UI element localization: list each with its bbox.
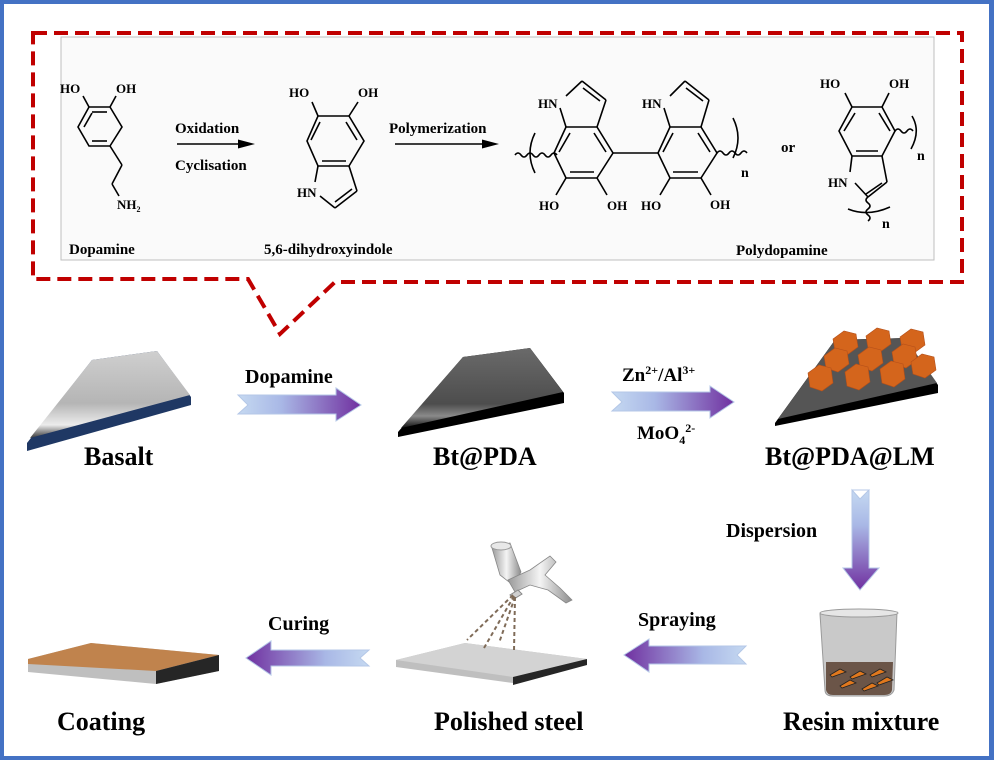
ldh-hexagons	[807, 327, 937, 392]
resin-mixture-label: Resin mixture	[783, 707, 939, 736]
dhi-oh-label: OH	[358, 85, 378, 100]
reaction-arrow-1	[177, 139, 255, 149]
cyclisation-label: Cyclisation	[175, 158, 247, 174]
molybdate-label: MoO42-	[637, 421, 695, 447]
dopamine-nh2-label: NH2	[117, 197, 141, 214]
alt-n-right: n	[917, 149, 925, 164]
polydopamine-name: Polydopamine	[736, 243, 828, 259]
pda-ho-1: HO	[539, 198, 559, 213]
spray-mist-icon	[466, 594, 516, 652]
dopamine-ho-label: HO	[60, 81, 80, 96]
dopamine-oh-label: OH	[116, 81, 136, 96]
polished-steel-plate-icon	[396, 643, 587, 685]
alt-ho-label: HO	[820, 76, 840, 91]
pda-hn-left: HN	[538, 96, 558, 111]
zn-al-label: Zn2+/Al3+	[622, 363, 695, 386]
or-label: or	[781, 140, 796, 156]
curing-arrow	[245, 640, 371, 676]
coating-label: Coating	[57, 707, 145, 736]
bt-pda-lm-label: Bt@PDA@LM	[765, 442, 935, 471]
dhi-hn-label: HN	[297, 185, 317, 200]
dispersion-label: Dispersion	[726, 520, 817, 542]
pda-hn-right: HN	[642, 96, 662, 111]
callout-dashed-border	[31, 31, 964, 338]
dispersed-particles	[829, 668, 895, 692]
coated-steel-plate-icon	[28, 643, 219, 684]
bt-pda-flake-icon	[398, 348, 564, 437]
alt-oh-label: OH	[889, 76, 909, 91]
dopamine-step-arrow	[236, 387, 362, 422]
spraying-label: Spraying	[638, 609, 716, 631]
dihydroxyindole-structure	[306, 101, 365, 209]
spraying-arrow	[623, 638, 748, 673]
pda-oh-1: OH	[607, 198, 627, 213]
dopamine-name: Dopamine	[69, 242, 135, 258]
dopamine-structure	[77, 95, 123, 197]
beaker-icon	[819, 608, 899, 697]
pda-ho-2: HO	[641, 198, 661, 213]
basalt-label: Basalt	[84, 442, 154, 471]
dhi-name: 5,6-dihydroxyindole	[264, 242, 393, 258]
alt-n-bottom: n	[882, 217, 890, 232]
ldh-growth-arrow	[610, 385, 735, 419]
pda-oh-2: OH	[710, 197, 730, 212]
spray-gun-icon	[490, 541, 573, 604]
basalt-flake-icon	[27, 351, 191, 451]
reaction-scheme-box	[60, 36, 935, 261]
dhi-ho-label: HO	[289, 85, 309, 100]
reaction-arrow-2	[395, 139, 499, 149]
dopamine-step-label: Dopamine	[245, 366, 333, 388]
pda-n-subscript: n	[741, 166, 749, 181]
polished-steel-label: Polished steel	[434, 707, 584, 736]
bt-pda-label: Bt@PDA	[433, 442, 537, 471]
polydopamine-dimer-structure	[514, 80, 748, 196]
alt-hn-label: HN	[828, 175, 848, 190]
bt-pda-lm-flake-icon	[775, 327, 938, 426]
dispersion-arrow	[841, 488, 881, 591]
polymerization-label: Polymerization	[389, 121, 487, 137]
oxidation-label: Oxidation	[175, 121, 240, 137]
curing-label: Curing	[268, 613, 329, 635]
polydopamine-alt-structure	[838, 92, 918, 222]
